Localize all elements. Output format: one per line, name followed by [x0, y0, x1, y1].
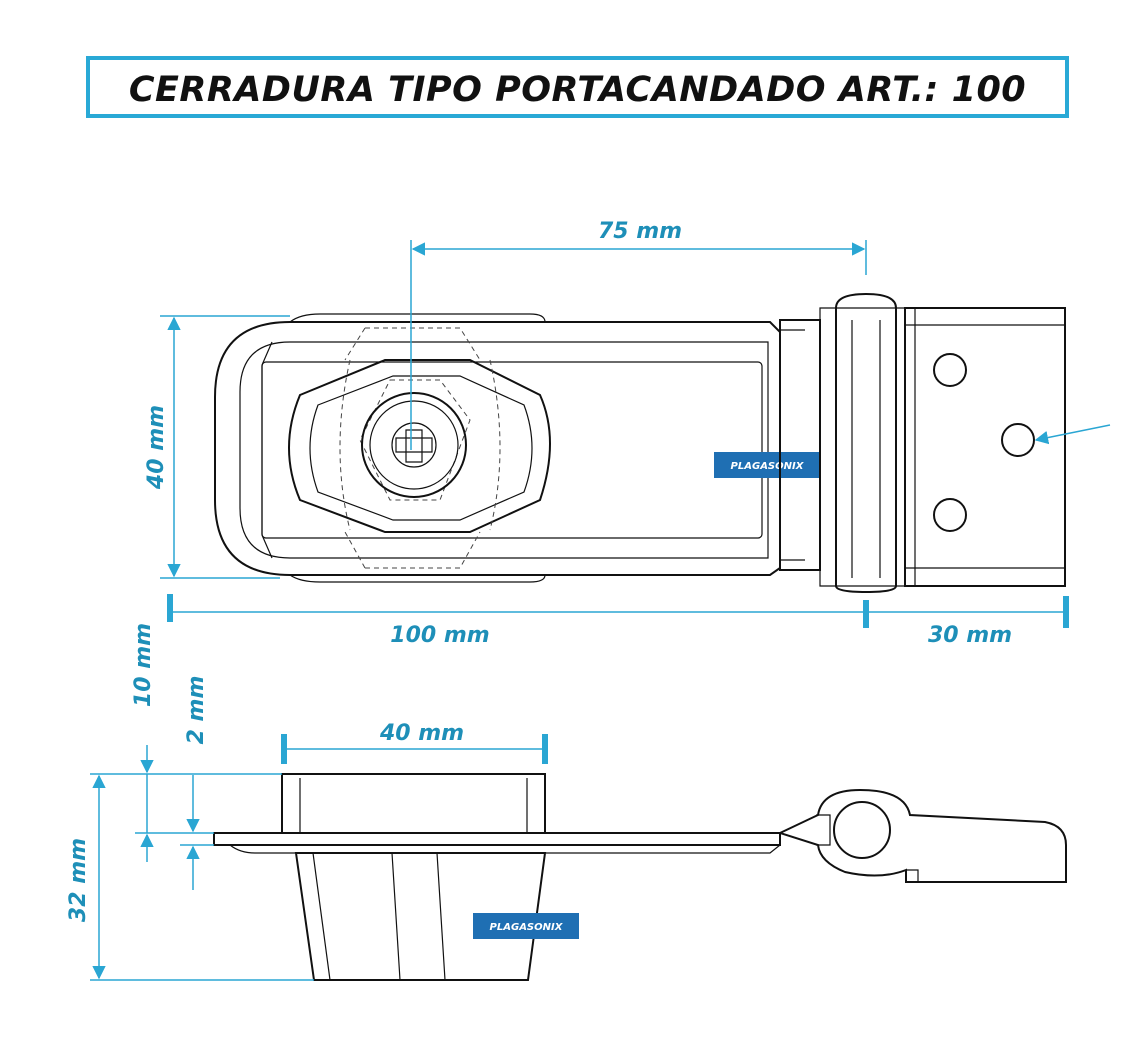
dim-40h-label: 40 mm	[379, 721, 464, 746]
drawing-title: CERRADURA TIPO PORTACANDADO ART.: 100	[128, 70, 1027, 110]
brand-label-side: PLAGASONIX	[490, 922, 564, 933]
dim-40v-label: 40 mm	[144, 405, 169, 490]
title-box: CERRADURA TIPO PORTACANDADO ART.: 100	[86, 56, 1069, 118]
hasp-outer-outline	[214, 321, 781, 576]
dim-30-label: 30 mm	[928, 623, 1012, 648]
top-dimensions: 75 mm 40 mm 100 mm 30 mm	[144, 219, 1111, 648]
brand-badge-side	[473, 913, 579, 939]
hinge-side	[777, 788, 1067, 883]
base-plate	[213, 832, 781, 846]
hinge-knuckle	[833, 801, 891, 859]
dim-10-label: 10 mm	[131, 623, 156, 707]
dim-100-label: 100 mm	[390, 623, 489, 648]
key-slot	[395, 429, 433, 463]
housing-upper	[281, 773, 546, 834]
knob-housing	[288, 359, 551, 533]
side-view: PLAGASONIX	[213, 773, 1067, 981]
hinge-connector	[779, 319, 821, 571]
brand-label-top: PLAGASONIX	[731, 461, 805, 472]
dim-32-label: 32 mm	[66, 838, 91, 922]
lock-cylinder	[361, 392, 467, 498]
top-view: PLAGASONIX	[214, 292, 1066, 594]
hinge-pin	[835, 292, 897, 594]
hinge-hole-top	[933, 353, 967, 387]
cylinder-body	[294, 852, 547, 981]
hinge-hole-bottom	[933, 498, 967, 532]
dim-2-label: 2 mm	[184, 676, 209, 745]
hinge-hole-middle	[1001, 423, 1035, 457]
side-dimensions: 40 mm 10 mm 2 mm 32 mm	[66, 623, 548, 981]
hinge-leaf	[904, 307, 1066, 587]
dim-75-label: 75 mm	[598, 219, 682, 244]
brand-badge-top	[714, 452, 820, 478]
